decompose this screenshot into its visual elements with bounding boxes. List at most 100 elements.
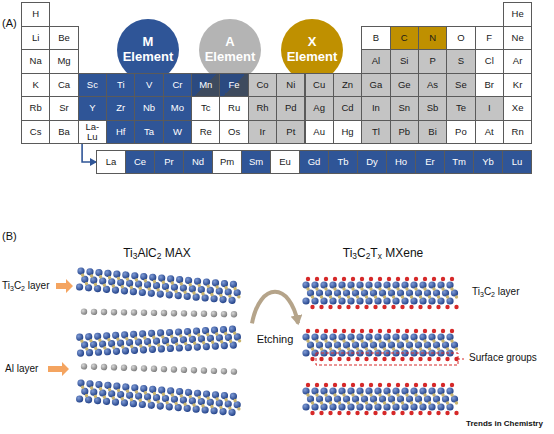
surface-group-atom — [432, 277, 436, 281]
element-cell: Li — [21, 26, 50, 51]
c-atom — [126, 389, 130, 393]
pointer-arrow — [56, 279, 73, 293]
surface-group-atom — [333, 329, 337, 333]
surface-group-atom — [369, 383, 373, 387]
element-cell: Al — [361, 49, 390, 74]
surface-group-atom — [355, 411, 359, 415]
c-atom — [224, 286, 228, 290]
al-atom — [211, 311, 218, 318]
element-symbol: Ho — [395, 157, 407, 167]
al-atom — [161, 366, 168, 373]
c-atom — [419, 401, 422, 404]
element-symbol: Y — [89, 103, 95, 113]
c-atom — [428, 347, 431, 350]
legend-label: X Element — [286, 35, 338, 65]
surface-group-atom — [378, 383, 382, 387]
element-cell: Eu — [270, 150, 300, 174]
element-symbol: Ge — [398, 80, 411, 90]
c-atom — [166, 343, 170, 347]
element-cell: Pr — [154, 150, 184, 174]
c-atom — [107, 338, 111, 342]
surface-group-atom — [324, 329, 328, 333]
c-atom — [94, 283, 98, 287]
element-cell: Y — [78, 96, 107, 121]
element-symbol: Ga — [370, 80, 383, 90]
element-symbol: Bi — [428, 127, 436, 137]
element-cell: Mn — [191, 73, 220, 98]
al-atom — [211, 368, 218, 375]
ti-atom — [131, 272, 139, 280]
c-atom — [374, 401, 377, 404]
surface-group-atom — [445, 305, 449, 309]
c-atom — [139, 344, 143, 348]
c-atom — [342, 339, 345, 342]
element-symbol: Gd — [308, 157, 321, 167]
structure-panel: Ti3AlC2 MAX — [62, 246, 252, 430]
ti-atom — [212, 279, 220, 287]
c-atom — [197, 284, 201, 288]
element-symbol: Nd — [192, 157, 204, 167]
element-symbol: Au — [313, 127, 325, 137]
panel-letter: (A) — [2, 17, 17, 29]
ti3c2-layer — [302, 383, 458, 415]
c-atom — [450, 339, 453, 342]
element-cell: Bi — [418, 120, 447, 145]
c-atom — [103, 283, 107, 287]
element-symbol: Lu — [512, 157, 523, 167]
legend-label: M Element — [122, 35, 174, 65]
al-atom — [91, 363, 98, 370]
c-atom — [192, 403, 196, 407]
ti-atom — [167, 275, 175, 283]
c-atom — [401, 295, 404, 298]
c-atom — [233, 331, 237, 335]
c-atom — [405, 393, 408, 396]
c-atom — [450, 393, 453, 396]
c-atom — [188, 334, 192, 338]
element-symbol: Kr — [513, 80, 523, 90]
c-atom — [446, 295, 449, 298]
leader-line — [458, 359, 465, 360]
c-atom — [351, 339, 354, 342]
surface-group-atom — [400, 357, 404, 361]
al-atom — [191, 367, 198, 374]
element-symbol: Ar — [513, 56, 523, 66]
surface-group-atom — [445, 357, 449, 361]
surface-group-atom — [360, 277, 364, 281]
element-cell: Sc — [78, 73, 107, 98]
element-cell: La — [96, 150, 126, 174]
ti-atom — [104, 270, 112, 278]
element-symbol: Co — [256, 80, 268, 90]
element-cell: Ne — [503, 26, 532, 51]
c-atom — [89, 339, 93, 343]
c-atom — [374, 295, 377, 298]
surface-group-atom — [382, 357, 386, 361]
c-atom — [383, 295, 386, 298]
element-cell: Tb — [328, 150, 358, 174]
element-cell: Tl — [361, 120, 390, 145]
element-symbol: Dy — [366, 157, 378, 167]
c-atom — [116, 337, 120, 341]
element-symbol: In — [372, 103, 380, 113]
element-cell: Ni — [276, 73, 305, 98]
element-cell: Xe — [503, 96, 532, 121]
c-atom — [414, 287, 417, 290]
c-atom — [90, 386, 94, 390]
c-atom — [193, 341, 197, 345]
element-cell: Dy — [357, 150, 387, 174]
element-symbol: Ne — [512, 33, 524, 43]
c-atom — [333, 393, 336, 396]
c-atom — [161, 335, 165, 339]
element-symbol: Li — [32, 33, 39, 43]
c-atom — [360, 287, 363, 290]
ti-atom — [95, 381, 103, 389]
c-atom — [351, 393, 354, 396]
al-atom — [81, 308, 88, 315]
surface-group-atom — [427, 357, 431, 361]
c-atom — [233, 399, 237, 403]
c-atom — [152, 336, 156, 340]
element-symbol: Na — [30, 56, 42, 66]
ti-atom — [302, 297, 309, 304]
element-symbol: H — [32, 9, 39, 19]
surface-group-atom — [324, 277, 328, 281]
al-atom — [121, 309, 128, 316]
